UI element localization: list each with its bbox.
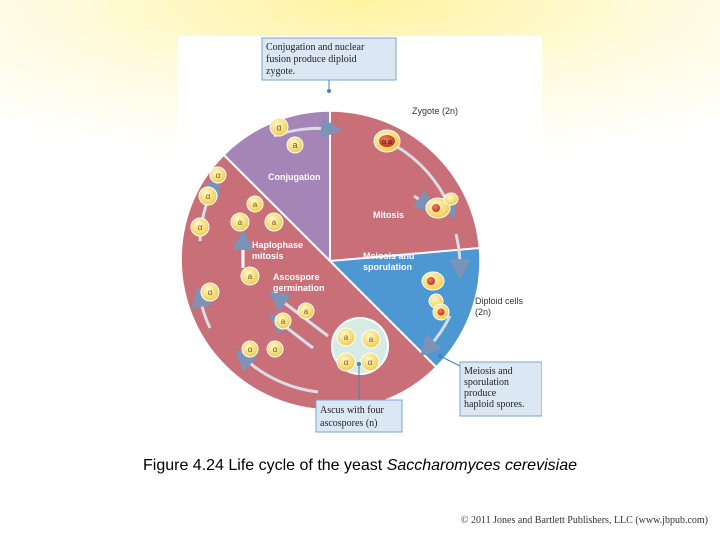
callout-ascus: Ascus with four ascospores (n) xyxy=(315,362,403,433)
svg-text:ascospores (n): ascospores (n) xyxy=(320,418,377,429)
haplophase-label-2: mitosis xyxy=(252,251,284,261)
svg-text:Meiosis and: Meiosis and xyxy=(464,366,513,377)
diploid-cells-label-1: Diploid cells xyxy=(475,296,524,306)
callout-meiosis: Meiosis and sporulation produce haploid … xyxy=(438,354,542,417)
cell-a-germ-1: a xyxy=(297,302,315,320)
svg-text:fusion produce diploid: fusion produce diploid xyxy=(266,54,357,65)
cell-alpha-bottom-1: α xyxy=(266,340,284,358)
zygote-label: Zygote (2n) xyxy=(412,106,458,116)
svg-text:Conjugation and nuclear: Conjugation and nuclear xyxy=(266,42,365,53)
svg-text:a: a xyxy=(238,218,243,227)
svg-text:α: α xyxy=(368,358,373,367)
svg-text:Ascus with four: Ascus with four xyxy=(320,405,385,416)
caption-species: Saccharomyces cerevisiae xyxy=(386,457,577,474)
cell-alpha-left-1: α xyxy=(200,282,220,302)
ascospore-alpha-2: α xyxy=(360,352,380,372)
cycle-arrow-left-lower xyxy=(191,286,213,329)
mitosis-label: Mitosis xyxy=(373,210,404,220)
meiosis-label-2: sporulation xyxy=(363,262,412,272)
svg-text:α: α xyxy=(276,123,281,133)
life-cycle-diagram: α a α a a a α α a a a α α α α α α a a a … xyxy=(179,37,542,433)
svg-text:produce: produce xyxy=(464,388,497,399)
cell-alpha-left-2: α xyxy=(190,217,210,237)
cell-alpha-top: α xyxy=(269,117,289,137)
svg-text:α: α xyxy=(216,171,221,180)
diploid-cell-2 xyxy=(428,293,450,321)
ascospore-a-2: a xyxy=(361,329,381,349)
svg-text:α: α xyxy=(206,192,211,201)
cell-a-top: a xyxy=(286,136,304,154)
cell-a-left-1: a xyxy=(246,195,264,213)
svg-text:a: a xyxy=(272,218,277,227)
svg-text:sporulation: sporulation xyxy=(464,377,509,388)
haplophase-label-1: Haplophase xyxy=(252,240,303,250)
svg-text:a: a xyxy=(344,333,349,342)
svg-text:α: α xyxy=(248,345,253,354)
cycle-arrow-right-lower xyxy=(419,315,452,357)
meiosis-label-1: Meiosis and xyxy=(363,251,415,261)
life-cycle-figure: α a α a a a α α a a a α α α α α α a a a … xyxy=(178,36,542,436)
cell-alpha-left-4: α xyxy=(209,166,227,184)
svg-text:haploid spores.: haploid spores. xyxy=(464,399,525,410)
mitosis-arrow xyxy=(412,190,436,211)
svg-text:zygote.: zygote. xyxy=(266,66,295,77)
svg-text:a: a xyxy=(292,140,297,150)
svg-text:α: α xyxy=(198,223,203,232)
mitosis-cell xyxy=(425,192,459,219)
germination-label-2: germination xyxy=(273,283,325,293)
conjugation-sector xyxy=(223,111,330,261)
ascospore-a-1: a xyxy=(336,327,356,347)
cell-a-left-3: a xyxy=(264,212,284,232)
diploid-cells-label-2: (2n) xyxy=(475,307,491,317)
copyright-notice: © 2011 Jones and Bartlett Publishers, LL… xyxy=(460,515,708,526)
svg-text:a: a xyxy=(369,335,374,344)
svg-text:a: a xyxy=(304,307,309,316)
cell-a-germ-3: a xyxy=(240,266,260,286)
callout-conjugation: Conjugation and nuclear fusion produce d… xyxy=(261,37,397,93)
conjugation-label: Conjugation xyxy=(268,172,321,182)
cell-alpha-bottom-2: α xyxy=(241,340,259,358)
cell-a-left-2: a xyxy=(230,212,250,232)
diploid-sector xyxy=(330,111,480,261)
ascospore-alpha-1: α xyxy=(336,352,356,372)
cell-a-germ-2: a xyxy=(274,312,292,330)
cycle-arrow-bottom xyxy=(235,349,319,394)
cell-alpha-left-3: α xyxy=(198,186,218,206)
svg-text:α a: α a xyxy=(382,139,392,146)
germination-label-1: Ascospore xyxy=(273,272,320,282)
svg-text:a: a xyxy=(248,272,253,281)
cycle-arrow-right-mid xyxy=(449,233,471,280)
svg-text:α: α xyxy=(344,358,349,367)
svg-text:a: a xyxy=(253,200,258,209)
svg-text:a: a xyxy=(281,317,286,326)
zygote-cell: α a xyxy=(373,129,401,153)
svg-text:α: α xyxy=(273,345,278,354)
svg-text:α: α xyxy=(208,288,213,297)
diploid-cell-1 xyxy=(421,271,445,291)
figure-caption: Figure 4.24 Life cycle of the yeast Sacc… xyxy=(0,457,720,475)
caption-text: Figure 4.24 Life cycle of the yeast xyxy=(143,457,387,474)
